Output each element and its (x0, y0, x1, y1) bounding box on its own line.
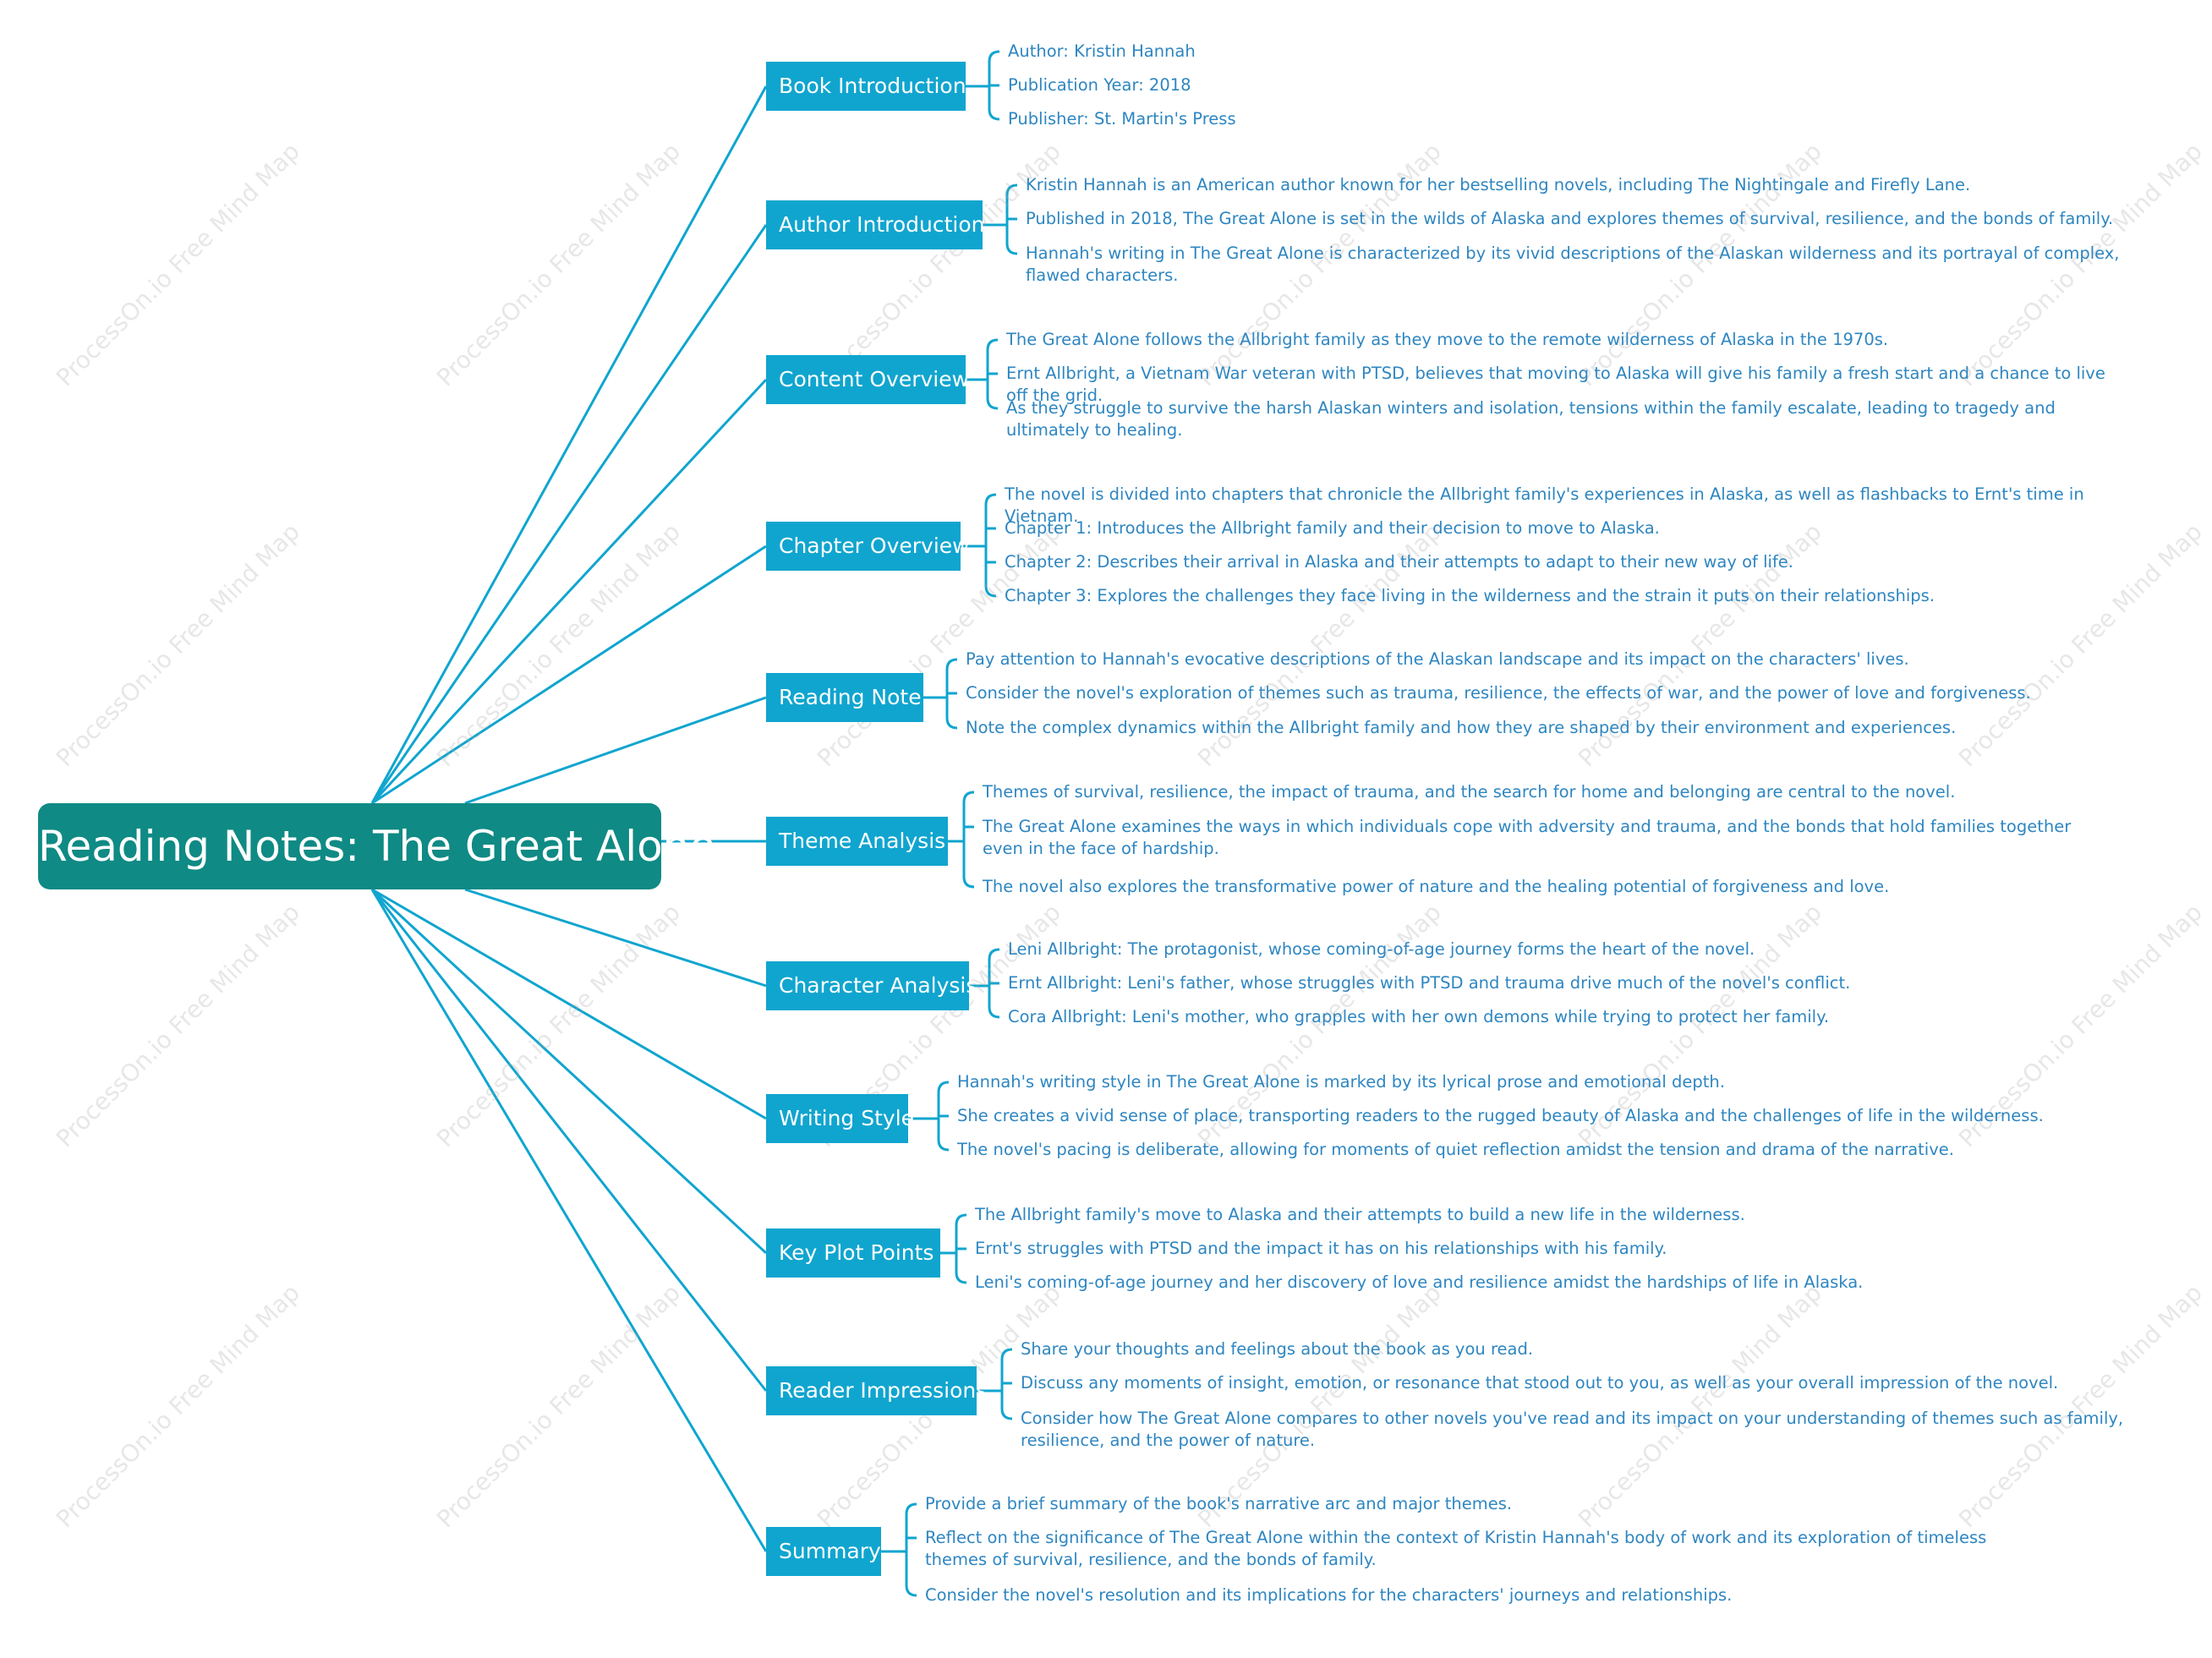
branch-node[interactable]: Writing Style (766, 1094, 914, 1143)
leaf-note: Hannah's writing in The Great Alone is c… (1026, 244, 2120, 285)
leaf-note: Consider the novel's exploration of them… (966, 683, 2031, 703)
leaf-note: Provide a brief summary of the book's na… (925, 1494, 1513, 1513)
branch-node[interactable]: Content Overview (766, 355, 969, 404)
leaf-bracket-line (962, 791, 975, 889)
leaf-note: Chapter 1: Introduces the Allbright fami… (1005, 518, 1660, 538)
root-node[interactable]: Reading Notes: The Great Alone (38, 803, 715, 889)
root-connector-line (370, 85, 768, 804)
branch-node[interactable]: Key Plot Points (766, 1228, 940, 1278)
branch-node[interactable]: Character Analysis (766, 961, 977, 1010)
root-connector-line (370, 888, 768, 1255)
branch-node[interactable]: Summary (766, 1527, 881, 1576)
leaf-note: As they struggle to survive the harsh Al… (1006, 398, 2056, 440)
leaf-note: Chapter 3: Explores the challenges they … (1005, 586, 1936, 605)
leaf-note: Ernt Allbright, a Vietnam War veteran wi… (1006, 364, 2105, 405)
branch-node[interactable]: Chapter Overview (766, 522, 970, 571)
leaf-note: The novel is divided into chapters that … (1005, 484, 2084, 526)
leaf-note: Cora Allbright: Leni's mother, who grapp… (1008, 1007, 1830, 1026)
leaf-note: Consider how The Great Alone compares to… (1021, 1409, 2124, 1450)
leaf-note: Publisher: St. Martin's Press (1008, 109, 1236, 129)
leaf-note: The Great Alone follows the Allbright fa… (1006, 330, 1889, 349)
branch-node[interactable]: Theme Analysis (766, 817, 948, 866)
leaf-bracket-line (905, 1502, 917, 1597)
leaf-note: Author: Kristin Hannah (1008, 41, 1196, 61)
leaf-note: Share your thoughts and feelings about t… (1021, 1339, 1534, 1359)
leaf-note: Themes of survival, resilience, the impa… (983, 782, 1956, 802)
branch-node[interactable]: Reading Note (766, 673, 923, 722)
leaf-note: Pay attention to Hannah's evocative desc… (966, 649, 1909, 669)
branch-node[interactable]: Reader Impressions (766, 1366, 987, 1415)
leaf-note: Chapter 2: Describes their arrival in Al… (1005, 552, 1793, 572)
branch-node[interactable]: Book Introduction (766, 62, 966, 111)
leaf-note: Leni's coming-of-age journey and her dis… (975, 1272, 1864, 1292)
root-connector-line (371, 888, 767, 1120)
leaf-note: Published in 2018, The Great Alone is se… (1026, 209, 2114, 228)
leaf-note: The Allbright family's move to Alaska an… (975, 1205, 1745, 1224)
leaf-note: Publication Year: 2018 (1008, 75, 1191, 95)
root-connector-line (370, 889, 768, 1392)
leaf-note: Kristin Hannah is an American author kno… (1026, 175, 1971, 194)
root-connector-line (370, 224, 768, 804)
leaf-note: Ernt's struggles with PTSD and the impac… (975, 1239, 1667, 1258)
leaf-note: Note the complex dynamics within the All… (966, 718, 1957, 737)
branch-node[interactable]: Author Introduction (766, 200, 985, 249)
leaf-note: The novel's pacing is deliberate, allowi… (957, 1140, 1954, 1159)
root-connector-line (370, 378, 768, 805)
root-connector-line (370, 889, 768, 1552)
leaf-note: Reflect on the significance of The Great… (925, 1528, 1987, 1569)
leaf-note: The novel also explores the transformati… (983, 877, 1890, 896)
leaf-bracket-line (984, 493, 997, 598)
root-connector-line (464, 696, 767, 805)
leaf-note: Ernt Allbright: Leni's father, whose str… (1008, 973, 1851, 993)
leaf-note: Discuss any moments of insight, emotion,… (1021, 1373, 2059, 1393)
leaf-note: She creates a vivid sense of place, tran… (957, 1106, 2044, 1125)
leaf-note: Hannah's writing style in The Great Alon… (957, 1072, 1725, 1092)
leaf-note: Leni Allbright: The protagonist, whose c… (1008, 939, 1755, 959)
root-connector-line (371, 544, 767, 805)
root-connector-line (464, 888, 767, 988)
leaf-note: The Great Alone examines the ways in whi… (983, 817, 2072, 858)
leaf-note: Consider the novel's resolution and its … (925, 1585, 1733, 1605)
